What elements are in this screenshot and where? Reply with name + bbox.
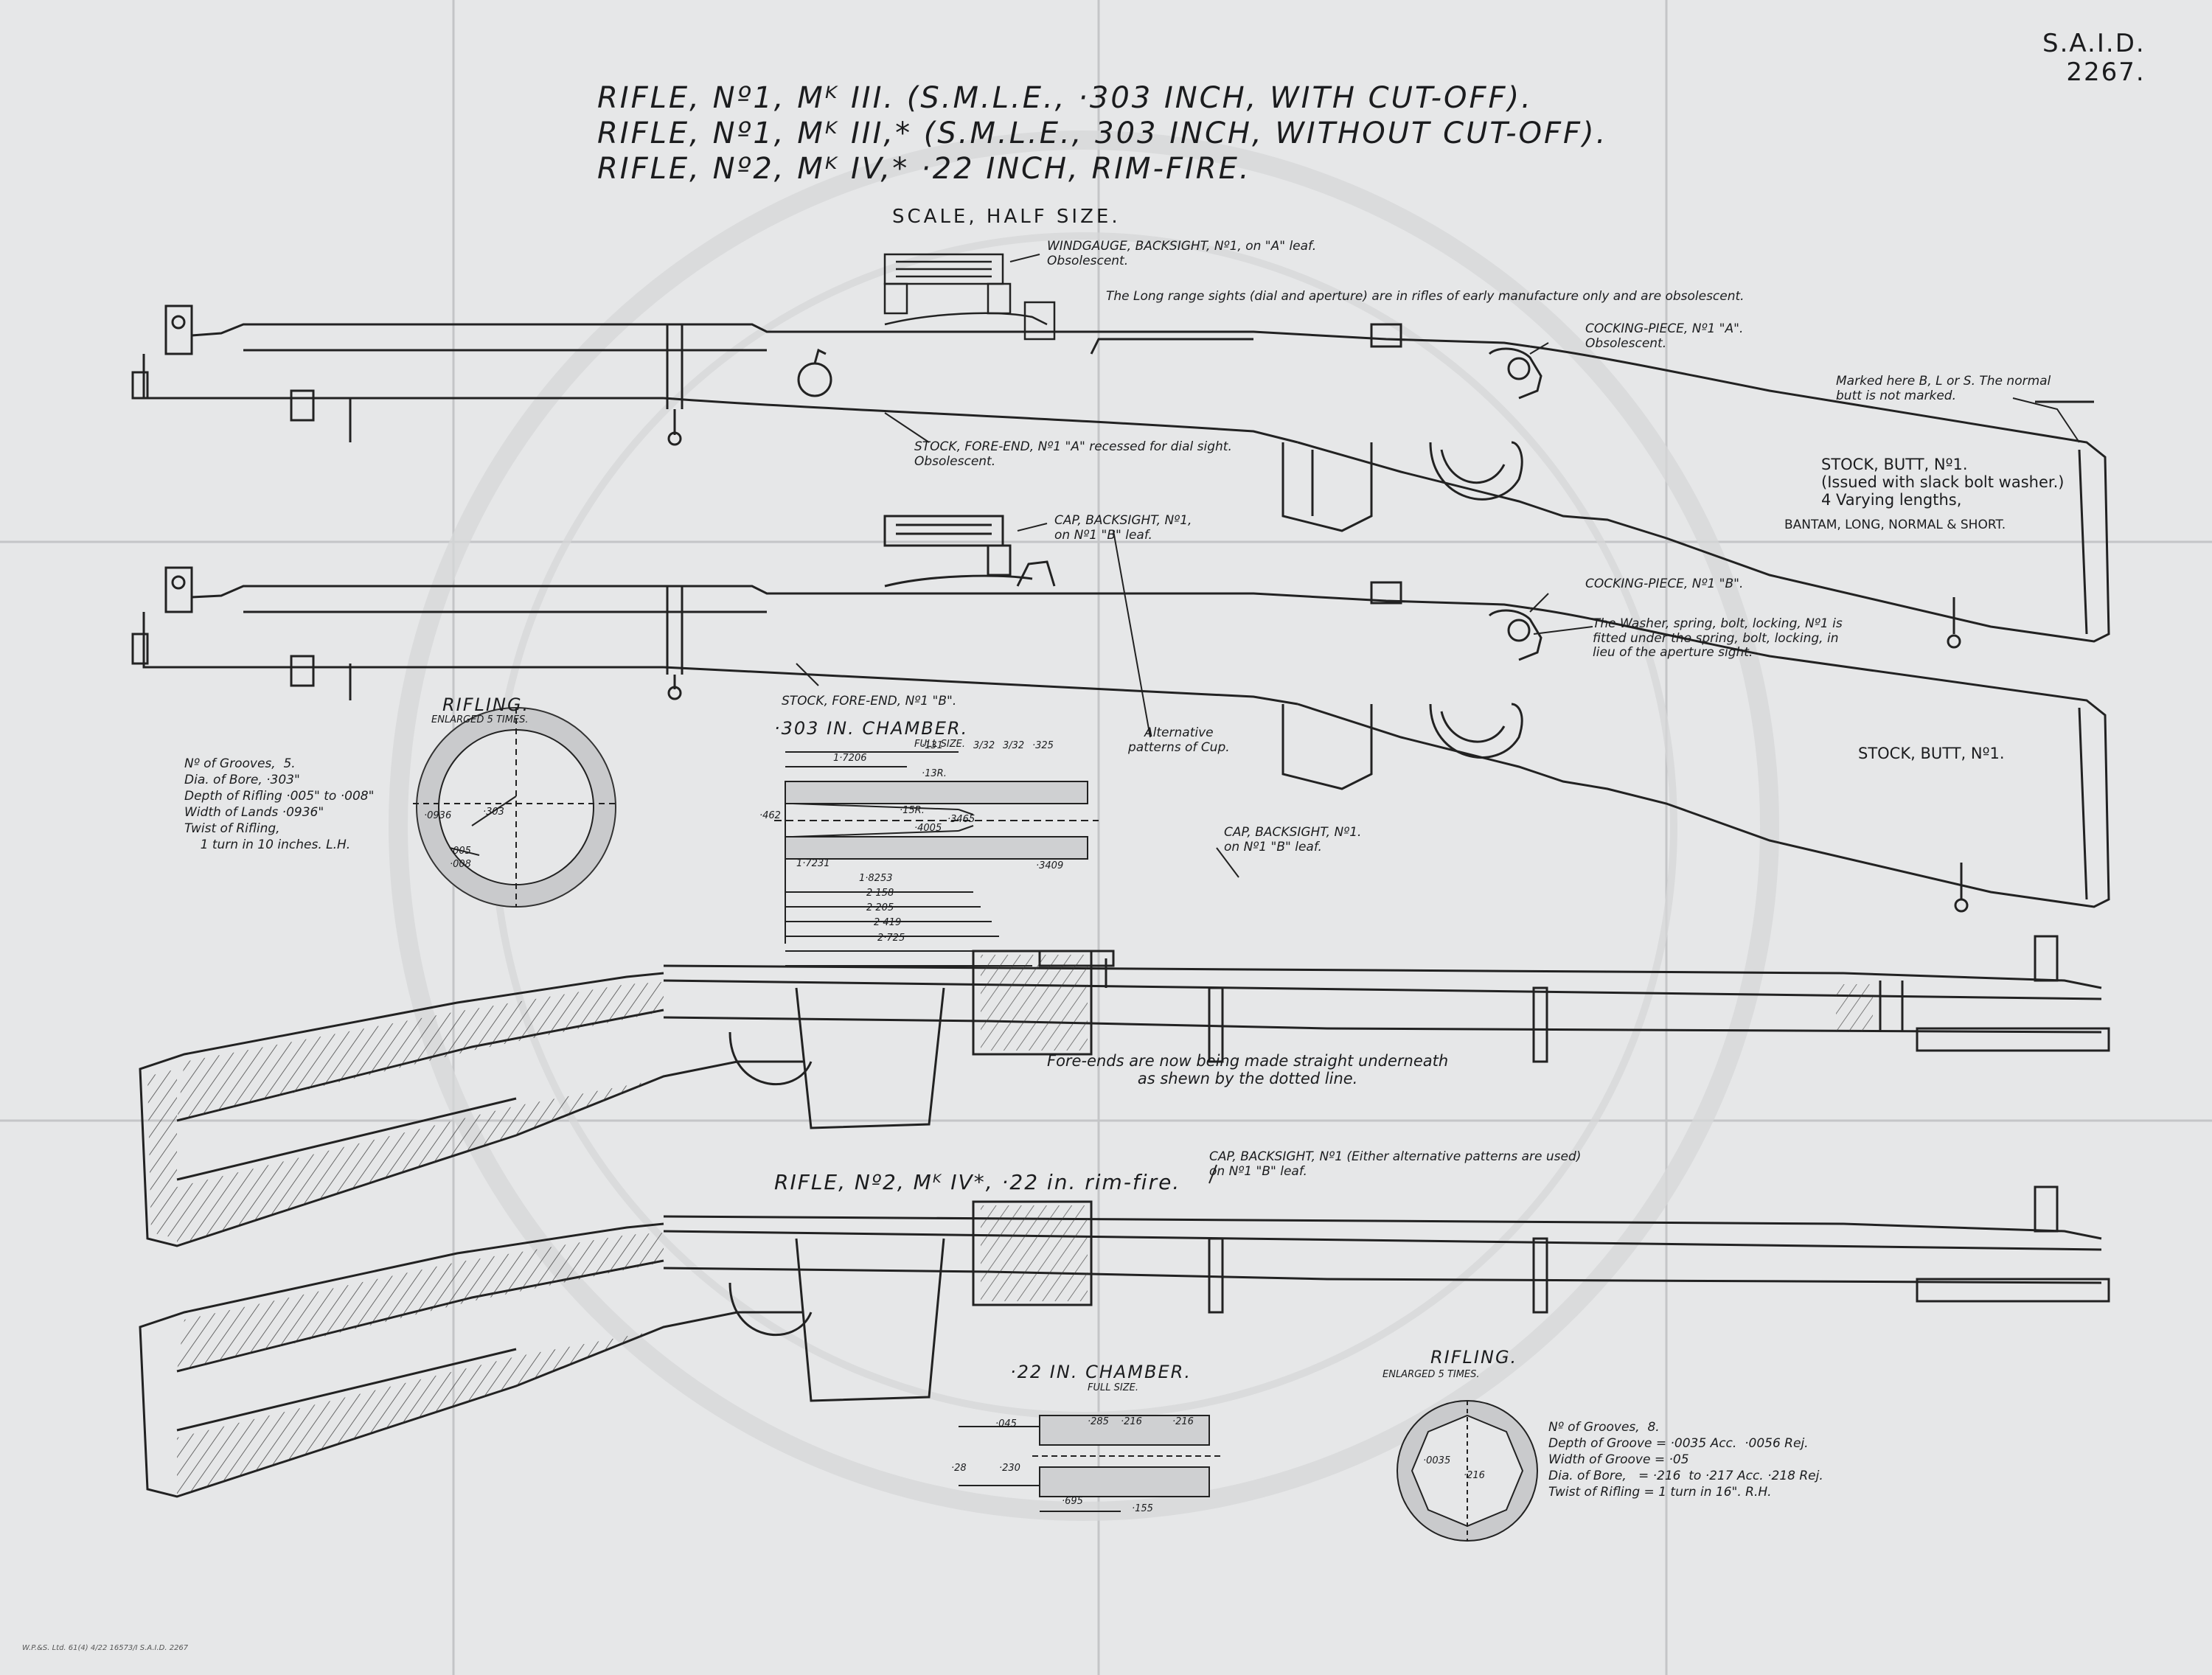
chamber-22-dim: ·045 <box>995 1418 1017 1430</box>
chamber-303-subtitle: FULL SIZE. <box>914 739 965 750</box>
callout-stock-fore-end-b: STOCK, FORE-END, Nº1 "B". <box>782 694 957 708</box>
chamber-303-dim: 3/32 <box>973 740 995 751</box>
rifling-303-section <box>413 707 619 908</box>
chamber-22-title: ·22 IN. CHAMBER. <box>1010 1362 1192 1382</box>
callout-long-range: The Long range sights (dial and aperture… <box>1106 289 1745 304</box>
wood-section-hatching-2 <box>177 1205 1088 1497</box>
chamber-22-dim: ·155 <box>1132 1503 1153 1514</box>
chamber-22-dim: ·216 <box>1172 1416 1194 1427</box>
callout-butt-lengths: BANTAM, LONG, NORMAL & SHORT. <box>1784 518 2006 532</box>
chamber-303-dim: ·3465 <box>947 814 975 825</box>
rifling-22-label-bore: ·216 <box>1464 1470 1485 1481</box>
chamber-22-dim: ·28 <box>951 1463 967 1474</box>
chamber-303-title: ·303 IN. CHAMBER. <box>774 718 969 739</box>
callout-stock-butt-1: STOCK, BUTT, Nº1. (Issued with slack bol… <box>1821 456 2065 509</box>
chamber-303-dim: 2·419 <box>874 917 902 928</box>
rifling-303-subtitle: ENLARGED 5 TIMES. <box>431 714 529 725</box>
chamber-303-dim: 2·158 <box>866 888 894 899</box>
chamber-22-dim: ·695 <box>1062 1496 1083 1507</box>
rifling-22-notes: Nº of Grooves, 8. Depth of Groove = ·003… <box>1548 1420 1823 1500</box>
callout-fore-ends-note: Fore-ends are now being made straight un… <box>1047 1052 1449 1088</box>
chamber-22-dim: ·285 <box>1088 1416 1109 1427</box>
title-line-2: RIFLE, Nº1, Mᴷ III,* (S.M.L.E., 303 INCH… <box>597 116 1608 150</box>
chamber-303-dim: ·325 <box>1032 740 1054 751</box>
rifle-1-side-view <box>131 304 2110 649</box>
windgauge-sight <box>883 253 1056 341</box>
chamber-303-dim: 3/32 <box>1003 740 1025 751</box>
callout-windgauge: WINDGAUGE, BACKSIGHT, Nº1, on "A" leaf. … <box>1047 239 1317 268</box>
wood-section-hatching <box>147 955 1873 1246</box>
rifling-303-label-max: ·008 <box>450 859 471 870</box>
chamber-303-drawing <box>774 751 1099 967</box>
callout-cap-backsight-b2: CAP, BACKSIGHT, Nº1. on Nº1 "B" leaf. <box>1224 825 1362 854</box>
callout-cap-either: CAP, BACKSIGHT, Nº1 (Either alternative … <box>1209 1149 1582 1179</box>
title-line-3: RIFLE, Nº2, Mᴷ IV,* ·22 INCH, RIM-FIRE. <box>597 152 1251 186</box>
rifling-303-label-min: ·005 <box>450 846 471 857</box>
callout-stock-fore-end-a: STOCK, FORE-END, Nº1 "A" recessed for di… <box>914 439 1232 469</box>
chamber-303-dim: ·462 <box>759 810 781 821</box>
chamber-22-dim: ·216 <box>1121 1416 1142 1427</box>
callout-washer: The Washer, spring, bolt, locking, Nº1 i… <box>1593 616 1843 661</box>
rifling-303-label-bore: ·303 <box>483 807 504 818</box>
rifling-303-notes: Nº of Grooves, 5. Dia. of Bore, ·303" De… <box>184 756 375 853</box>
callout-cap-backsight-b: CAP, BACKSIGHT, Nº1, on Nº1 "B" leaf. <box>1054 513 1192 543</box>
title-line-1: RIFLE, Nº1, Mᴷ III. (S.M.L.E., ·303 INCH… <box>597 81 1533 115</box>
chamber-22-drawing <box>959 1415 1224 1512</box>
callout-cocking-piece-a: COCKING-PIECE, Nº1 "A". Obsolescent. <box>1585 321 1744 351</box>
rifling-22-label-depth: ·0035 <box>1423 1455 1451 1466</box>
rifling-22-section <box>1397 1400 1538 1542</box>
chamber-22-dim: ·230 <box>999 1463 1020 1474</box>
chamber-303-dim: ·4005 <box>914 823 942 834</box>
chamber-303-dim: 2·205 <box>866 902 894 913</box>
chamber-303-dim: ·131 <box>922 740 943 751</box>
chamber-303-dim: 1·7231 <box>796 858 830 869</box>
chamber-303-dim: ·3409 <box>1036 860 1064 871</box>
rifling-303-label-lands: ·0936 <box>424 810 452 821</box>
callout-cocking-piece-b: COCKING-PIECE, Nº1 "B". <box>1585 577 1744 591</box>
rifling-303-title: RIFLING. <box>442 694 530 715</box>
chamber-303-dim: 1·8253 <box>859 873 893 884</box>
rifle-2-heading: RIFLE, Nº2, Mᴷ IV*, ·22 in. rim-fire. <box>774 1170 1181 1194</box>
chamber-303-dim: 2·725 <box>877 933 905 944</box>
chamber-303-dim: 1·7206 <box>833 753 867 764</box>
rifling-22-title: RIFLING. <box>1430 1347 1518 1368</box>
rifling-22-subtitle: ENLARGED 5 TIMES. <box>1382 1369 1480 1380</box>
chamber-303-dim: ·13R. <box>922 768 947 779</box>
printer-imprint: W.P.&S. Ltd. 61(4) 4/22 16573/I S.A.I.D.… <box>22 1644 189 1652</box>
rifle-2-side-view <box>131 515 2110 913</box>
callout-alternative-cup: Alternative patterns of Cup. <box>1128 725 1230 755</box>
leader-lines <box>796 254 2080 1184</box>
chamber-303-dim: ·15R. <box>900 805 925 816</box>
drawing-reference: S.A.I.D. 2267. <box>2042 29 2146 88</box>
scale-note: SCALE, HALF SIZE. <box>892 206 1121 228</box>
rifle-1-sectional-view <box>139 935 2110 1247</box>
callout-butt-marking: Marked here B, L or S. The normal butt i… <box>1836 374 2051 403</box>
callout-stock-butt-2: STOCK, BUTT, Nº1. <box>1858 745 2005 762</box>
chamber-22-subtitle: FULL SIZE. <box>1088 1382 1138 1393</box>
